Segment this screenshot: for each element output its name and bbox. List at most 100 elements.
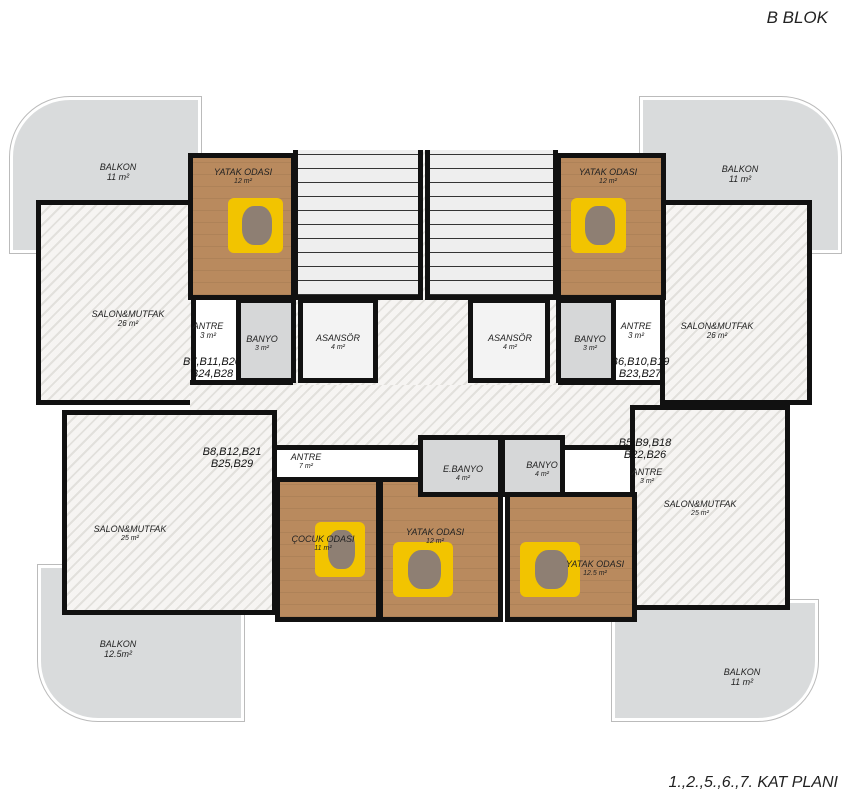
balcony-bottom-right <box>611 599 819 722</box>
room-name: BALKON <box>723 667 761 677</box>
room-area: 12 m² <box>234 177 252 185</box>
room-area: 12.5 m² <box>583 569 607 577</box>
room-name: YATAK ODASI <box>213 167 273 177</box>
bedroom-top-right <box>556 153 666 300</box>
room-name: ANTRE <box>192 321 224 331</box>
salon-top-left <box>36 200 196 405</box>
room-name: ANTRE <box>620 321 652 331</box>
room-area: 11 m² <box>730 676 754 687</box>
room-name: BALKON <box>99 162 137 172</box>
staircase-right <box>425 150 558 300</box>
room-name: SALON&MUTFAK <box>680 321 754 331</box>
room-name: BALKON <box>99 639 137 649</box>
room-area: 3 m² <box>627 330 644 340</box>
bedroom-top-left <box>188 153 296 300</box>
bed-icon <box>520 542 580 597</box>
room-area: 4 m² <box>330 343 345 351</box>
bathroom-bottom-right <box>500 435 565 497</box>
unit-code-line: B7,B11,B20 <box>183 356 241 368</box>
room-name: YATAK ODASI <box>405 527 465 537</box>
room-name: ASANSÖR <box>487 333 533 343</box>
room-area: 25 m² <box>691 509 709 517</box>
room-area: 3 m² <box>639 477 654 485</box>
salon-bottom-left <box>62 410 277 615</box>
room-area: 4 m² <box>502 343 517 351</box>
block-title: B BLOK <box>766 8 828 27</box>
room-name: ANTRE <box>290 452 322 462</box>
room-name: ÇOCUK ODASI <box>291 534 355 544</box>
unit-code-line: B6,B10,B19 <box>610 356 670 368</box>
room-area: 26 m² <box>117 318 139 328</box>
bed-icon <box>228 198 283 253</box>
room-area: 26 m² <box>706 330 728 340</box>
unit-code-line: B23,B27 <box>618 368 662 381</box>
child-room <box>275 477 381 622</box>
room-area: 7 m² <box>298 462 313 470</box>
floor-plan-title: 1.,2.,5.,6.,7. KAT PLANI <box>668 774 838 791</box>
room-area: 4 m² <box>455 474 470 482</box>
room-name: ANTRE <box>631 467 663 477</box>
bathroom-top-right <box>556 298 616 383</box>
elevator-right <box>468 298 550 383</box>
room-area: 4 m² <box>534 470 549 478</box>
room-name: BANYO <box>246 334 278 344</box>
unit-code-line: B8,B12,B21 <box>202 446 262 458</box>
unit-code-line: B5,B9,B18 <box>618 437 672 449</box>
room-area: 12 m² <box>599 177 617 185</box>
room-area: 25 m² <box>121 534 139 542</box>
room-area: 11 m² <box>106 171 130 182</box>
bed-icon <box>571 198 626 253</box>
room-area: 3 m² <box>582 344 597 352</box>
room-area: 3 m² <box>254 344 269 352</box>
unit-code-line: B22,B26 <box>623 449 667 462</box>
room-name: YATAK ODASI <box>565 559 625 569</box>
elevator-left <box>298 298 378 383</box>
salon-top-right <box>660 200 812 405</box>
room-name: SALON&MUTFAK <box>93 524 167 534</box>
room-name: SALON&MUTFAK <box>663 499 737 509</box>
room-name: BANYO <box>574 334 606 344</box>
unit-code-line: B25,B29 <box>210 458 254 471</box>
room-name: BALKON <box>721 164 759 174</box>
unit-code-line: B24,B28 <box>190 368 234 381</box>
bed-icon <box>393 542 453 597</box>
bathroom-top-left <box>236 298 296 383</box>
room-area: 11 m² <box>314 544 332 552</box>
staircase-left <box>293 150 423 300</box>
room-name: BANYO <box>526 460 558 470</box>
room-area: 11 m² <box>728 173 752 184</box>
bedroom-bottom-middle <box>378 477 503 622</box>
bed-icon <box>315 522 365 577</box>
room-name: ASANSÖR <box>315 333 361 343</box>
room-name: E.BANYO <box>442 464 484 474</box>
bedroom-bottom-right <box>505 492 637 622</box>
